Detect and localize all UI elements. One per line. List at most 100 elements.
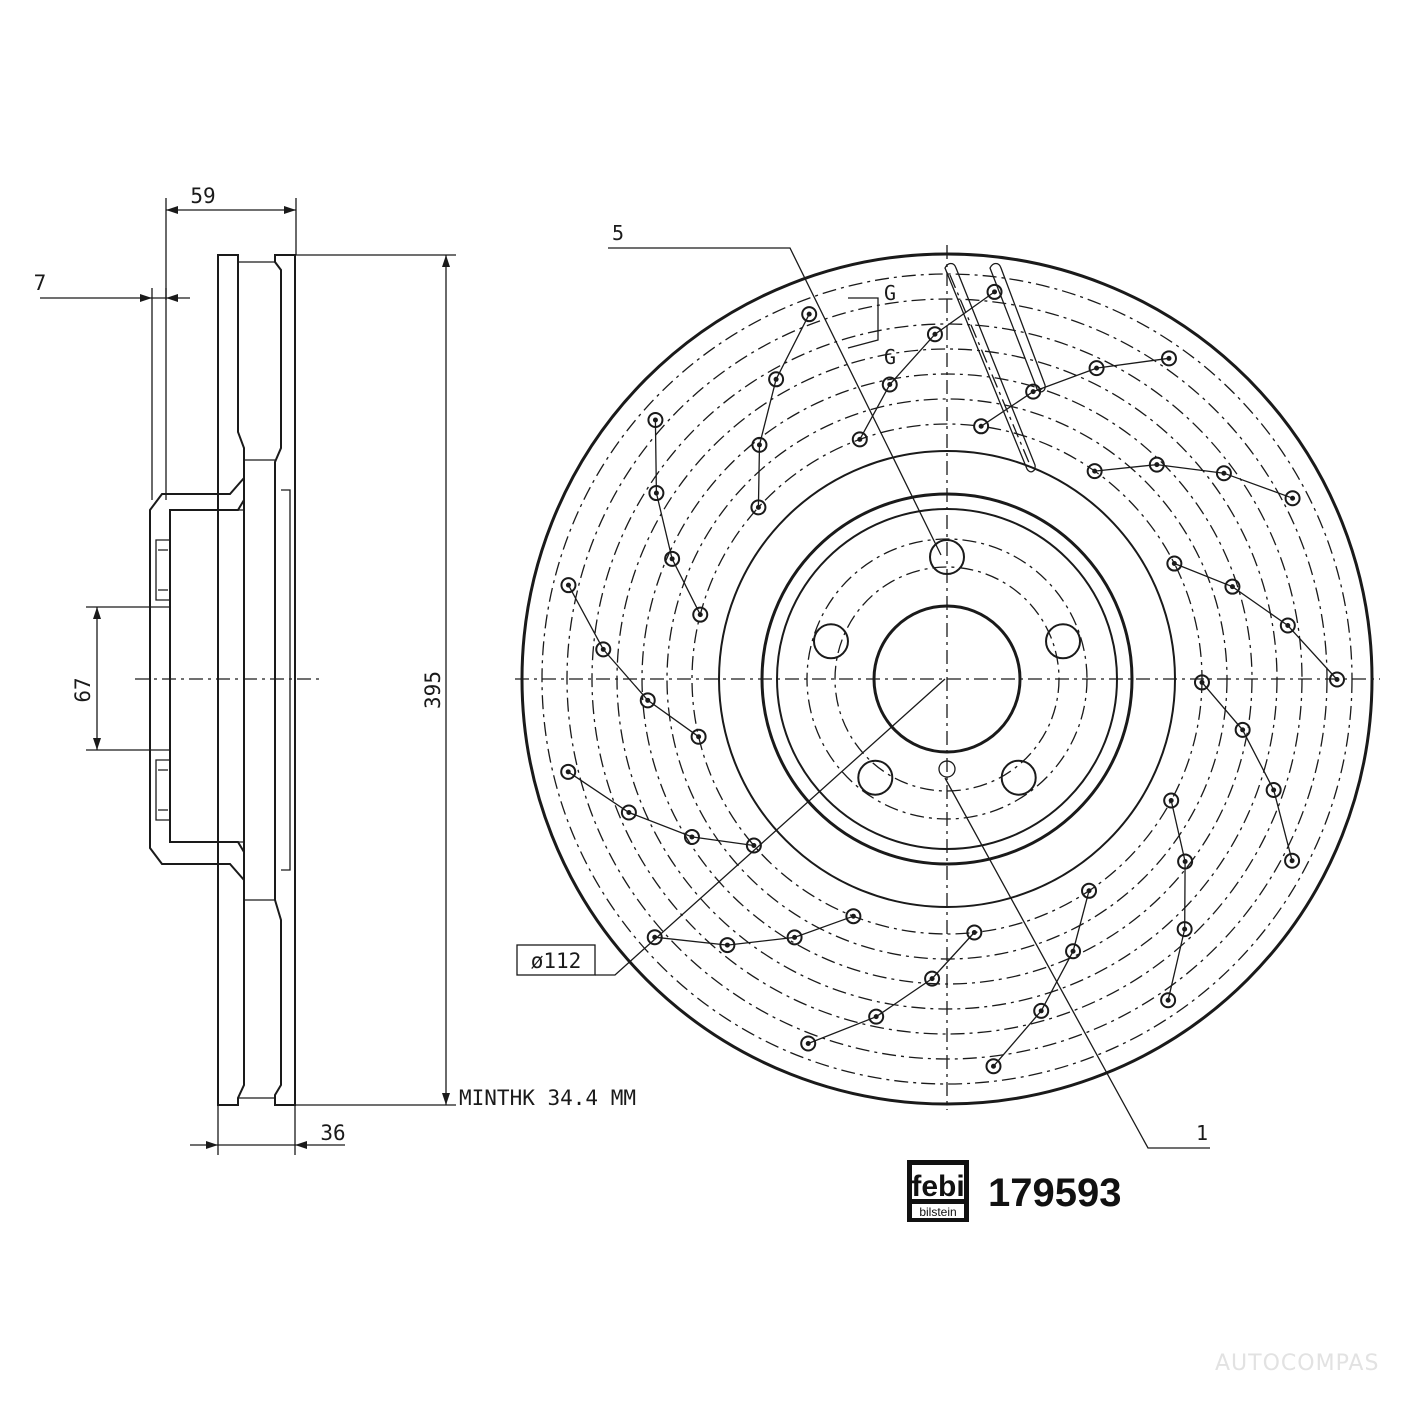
drill-hole-center-40 [565,769,571,775]
logo-subword: bilstein [919,1205,956,1219]
drill-hole-49 [750,499,767,516]
drill-hole-50 [751,436,768,453]
drill-hole-39 [620,804,637,821]
drill-hole-37 [745,837,762,854]
drill-hole-19 [1265,782,1282,799]
drill-hole-center-18 [1240,727,1246,733]
dimension-67: 67 [71,677,95,702]
drill-arm-2 [980,357,1170,427]
dimension-7: 7 [34,271,47,295]
drill-hole-center-37 [751,843,757,849]
drill-hole-center-34 [792,934,798,940]
drill-hole-center-19 [1271,787,1277,793]
drill-hole-40 [560,763,577,780]
drill-hole-center-52 [806,311,812,317]
drill-hole-46 [664,550,681,567]
drill-hole-center-8 [1166,355,1172,361]
drill-hole-center-48 [652,417,658,423]
mark-g-lower: G [884,345,896,369]
drill-arm-12 [654,419,701,615]
slot-2 [989,262,1046,393]
drill-hole-center-27 [1038,1008,1044,1014]
drill-hole-45 [692,606,709,623]
drill-arm-13 [757,313,810,508]
drill-hole-20 [1284,852,1301,869]
drill-arm-6 [1167,800,1186,1001]
drill-hole-center-39 [626,810,632,816]
drill-hole-center-28 [990,1063,996,1069]
drill-hole-center-25 [1086,888,1092,894]
drill-hole-31 [868,1008,885,1025]
drill-hole-44 [560,577,577,594]
dimension-59: 59 [190,184,215,208]
drill-hole-26 [1065,943,1082,960]
drill-hole-24 [1160,992,1177,1009]
drill-hole-47 [648,485,665,502]
drill-hole-33 [845,908,862,925]
drill-hole-center-17 [1199,679,1205,685]
drill-hole-center-11 [1221,470,1227,476]
drill-hole-48 [647,411,664,428]
drill-hole-10 [1148,456,1165,473]
drill-hole-center-33 [850,913,856,919]
drill-hole-16 [1328,671,1345,688]
slot-1 [944,262,1036,473]
drill-hole-11 [1215,465,1232,482]
bolt-hole-3 [1000,759,1037,796]
drill-hole-center-42 [645,697,651,703]
drill-arm-7 [993,890,1090,1067]
drill-arm-8 [807,932,975,1045]
drill-hole-30 [924,970,941,987]
bolt-hole-5 [812,623,849,660]
brand-block: febi bilstein 179593 [907,1160,1121,1222]
drill-hole-8 [1160,350,1177,367]
mark-g-upper: G [884,281,896,305]
drill-hole-35 [719,937,736,954]
drill-hole-center-1 [857,436,863,442]
drill-hole-center-12 [1290,495,1296,501]
section-left-plate [217,254,245,1106]
side-view: 67 59 7 395 MINTHK 34.4 MM 36 [34,184,636,1155]
min-thickness-label: MINTHK 34.4 MM [459,1086,636,1110]
drill-hole-center-20 [1289,858,1295,864]
drill-hole-center-23 [1182,926,1188,932]
drill-hole-3 [926,326,943,343]
dimension-36: 36 [320,1121,345,1145]
drill-hole-32 [800,1035,817,1052]
drill-hole-center-13 [1171,561,1177,567]
drill-hole-23 [1176,921,1193,938]
bolt-circle-label: ø112 [531,949,582,973]
drill-hole-14 [1224,578,1241,595]
drill-hole-center-2 [887,382,893,388]
drill-hole-52 [801,306,818,323]
drill-hole-center-26 [1070,948,1076,954]
drill-arm-11 [567,584,699,738]
drill-hole-center-9 [1092,468,1098,474]
drill-hole-center-10 [1154,462,1160,468]
drill-hole-center-15 [1285,622,1291,628]
drill-hole-center-35 [724,942,730,948]
bolt-hole-1 [929,539,965,575]
drill-hole-center-44 [565,582,571,588]
drill-hole-17 [1193,674,1210,691]
drill-hole-center-49 [755,504,761,510]
drill-hole-center-38 [689,834,695,840]
drill-hole-21 [1163,792,1180,809]
drill-hole-center-7 [1094,365,1100,371]
front-view: G G 5 1 ø112 [515,221,1380,1149]
drill-arm-10 [567,771,754,847]
drill-hole-38 [683,828,700,845]
drill-hole-center-5 [978,423,984,429]
drill-hole-center-46 [669,556,675,562]
drill-hole-center-16 [1334,677,1340,683]
callout-1: 1 [1196,1121,1208,1145]
drill-arm-5 [1201,681,1293,861]
drill-hole-center-4 [992,289,998,295]
dimension-395: 395 [421,671,445,709]
drill-hole-center-29 [971,930,977,936]
drill-hole-center-51 [773,376,779,382]
drill-hole-18 [1234,721,1251,738]
callout-5: 5 [612,221,624,245]
drill-hole-4 [986,283,1003,300]
